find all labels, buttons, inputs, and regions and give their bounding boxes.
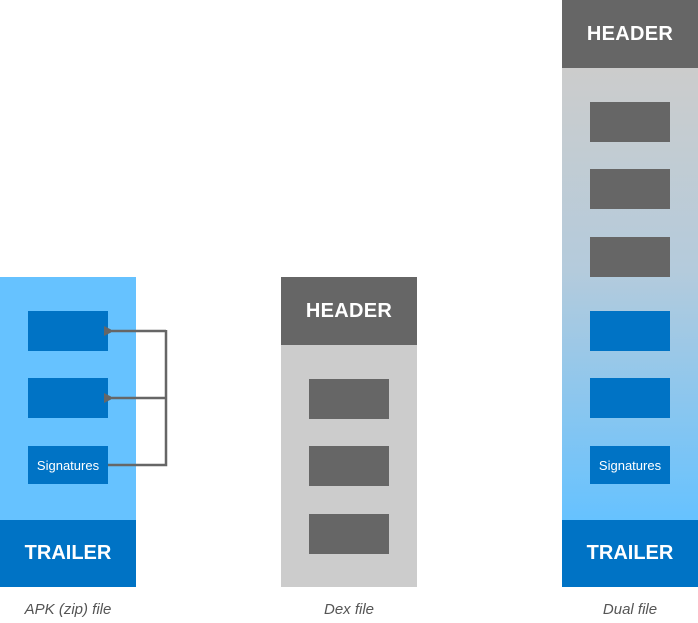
dex-caption: Dex file: [323, 601, 375, 618]
dual-blue-block-2: [590, 378, 670, 418]
dual-blue-block-1: [590, 311, 670, 351]
apk-entry-block-1: [28, 311, 108, 351]
dual-header: HEADER: [562, 0, 698, 68]
dex-block-1: [309, 379, 389, 419]
apk-caption: APK (zip) file: [24, 601, 112, 618]
apk-entry-block-2: [28, 378, 108, 418]
dual-trailer: TRAILER: [562, 520, 698, 587]
apk-trailer: TRAILER: [0, 520, 136, 587]
dual-signatures-block: Signatures: [590, 446, 670, 484]
apk-signatures-block: Signatures: [28, 446, 108, 484]
arrow-trunk: [108, 330, 168, 467]
dual-gray-block-2: [590, 169, 670, 209]
dex-header: HEADER: [281, 277, 417, 345]
dex-block-2: [309, 446, 389, 486]
dual-gray-block-1: [590, 102, 670, 142]
dual-body: [562, 68, 698, 520]
dex-block-3: [309, 514, 389, 554]
dual-caption: Dual file: [602, 601, 658, 618]
dual-gray-block-3: [590, 237, 670, 277]
